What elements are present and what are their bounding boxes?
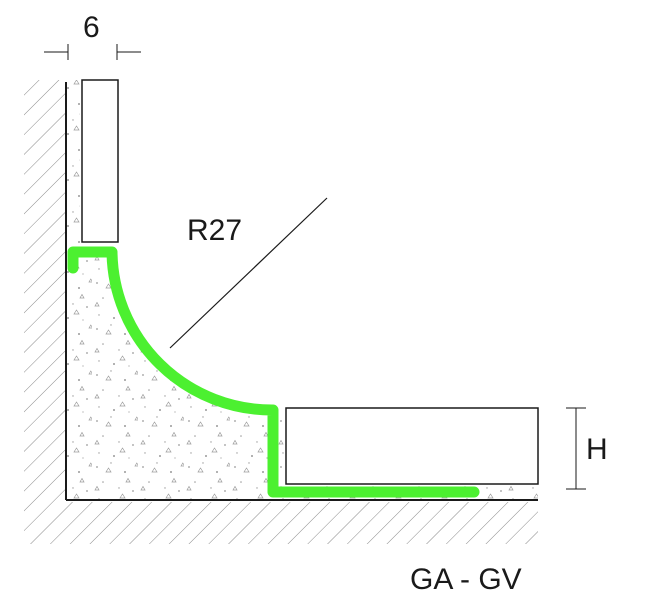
wall-tile [81,79,119,243]
radius-leader-line [169,197,328,349]
thickness-dimension [44,44,141,60]
thickness-label: 6 [83,11,100,44]
hatched-structure [24,80,538,544]
corner-hatch [24,502,66,544]
floor-tile [285,407,539,485]
height-label: H [586,433,608,466]
floor-hatch [66,502,538,544]
height-dimension [566,407,586,490]
model-label: GA - GV [410,563,522,596]
cove-profile [67,246,480,498]
substrate-lines [65,82,538,501]
wall-hatch [24,80,66,502]
radius-label: R27 [187,214,243,247]
concrete-fill [66,80,538,500]
